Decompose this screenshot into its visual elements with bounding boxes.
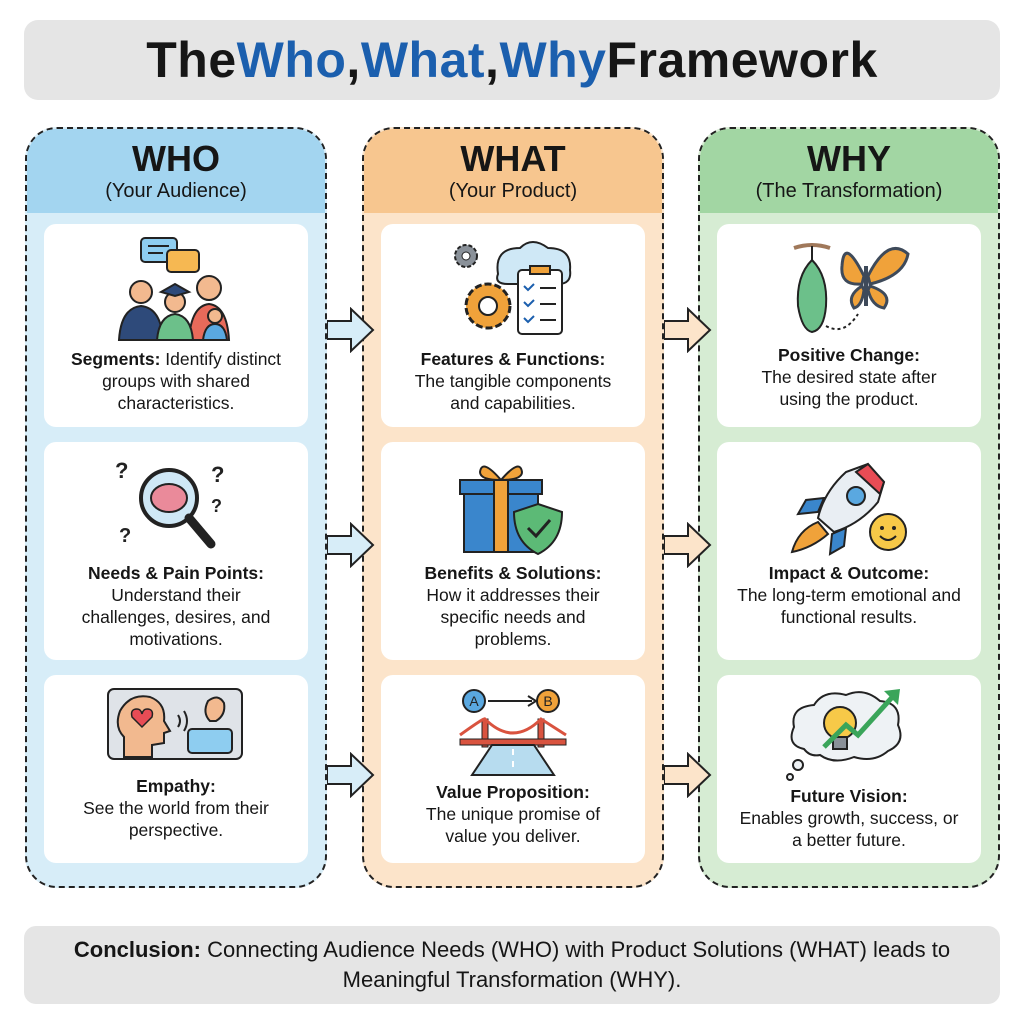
conclusion-label: Conclusion:	[73, 937, 201, 962]
title-who: Who	[236, 32, 347, 88]
card-value: A B Value Proposition: The unique promis…	[381, 675, 645, 863]
card-text: The desired state after using the produc…	[761, 367, 937, 409]
card-title: Needs & Pain Points:	[87, 563, 264, 583]
what-column: WHAT (Your Product) Features & Functions…	[362, 127, 664, 888]
card-text: The tangible components and capabilities…	[414, 371, 612, 413]
chrysalis-butterfly-icon	[793, 243, 910, 334]
title-text: The	[146, 32, 237, 88]
card-text: Enables growth, success, or a better fut…	[739, 808, 959, 850]
svg-text:?: ?	[115, 458, 128, 483]
card-title: Features & Functions:	[420, 349, 606, 369]
lightbulb-growth-icon	[786, 689, 902, 781]
title-sep: ,	[346, 32, 361, 88]
card-title: Positive Change:	[778, 345, 920, 365]
conclusion-text: Connecting Audience Needs (WHO) with Pro…	[200, 937, 951, 992]
arrow-right-icon	[664, 307, 712, 353]
who-column: WHO (Your Audience) Segments: Identify d…	[25, 127, 327, 888]
card-segments: Segments: Identify distinct groups with …	[44, 224, 308, 427]
bridge-a-to-b-icon: A B	[459, 689, 567, 776]
arrow-right-icon	[327, 522, 375, 568]
card-title: Impact & Outcome:	[768, 563, 930, 583]
arrow-right-icon	[327, 307, 375, 353]
card-text: The long-term emotional and functional r…	[737, 585, 961, 627]
column-header: WHY (The Transformation)	[700, 129, 998, 213]
card-text: Understand their challenges, desires, an…	[81, 585, 271, 649]
card-features: Features & Functions: The tangible compo…	[381, 224, 645, 427]
point-b: B	[543, 693, 552, 709]
svg-text:?: ?	[211, 462, 224, 487]
svg-text:?: ?	[211, 496, 222, 516]
column-title: WHAT	[460, 138, 566, 179]
card-positive-change: Positive Change: The desired state after…	[717, 224, 981, 427]
card-title: Empathy:	[136, 776, 216, 796]
card-benefits: Benefits & Solutions: How it addresses t…	[381, 442, 645, 660]
card-empathy: Empathy: See the world from their perspe…	[44, 675, 308, 863]
card-title: Value Proposition:	[436, 782, 590, 802]
title-text: Framework	[606, 32, 878, 88]
audience-group-icon	[117, 237, 231, 341]
title-what: What	[360, 32, 486, 88]
gears-cloud-checklist-icon	[454, 241, 572, 335]
card-text: How it addresses their specific needs an…	[426, 585, 600, 649]
conclusion-banner: Conclusion: Connecting Audience Needs (W…	[24, 926, 1000, 1004]
card-title: Segments:	[70, 349, 161, 369]
card-title: Future Vision:	[790, 786, 908, 806]
column-title: WHO	[132, 138, 220, 179]
card-impact: Impact & Outcome: The long-term emotiona…	[717, 442, 981, 660]
card-future-vision: Future Vision: Enables growth, success, …	[717, 675, 981, 863]
gift-shield-icon	[459, 465, 564, 556]
card-needs: ???? Needs & Pain Points: Understand the…	[44, 442, 308, 660]
column-header: WHO (Your Audience)	[27, 129, 325, 213]
rocket-smiley-icon	[790, 462, 907, 556]
brain-magnifier-icon: ????	[115, 458, 224, 549]
column-title: WHY	[807, 138, 891, 179]
column-header: WHAT (Your Product)	[364, 129, 662, 213]
empathy-head-icon	[107, 688, 243, 760]
column-subtitle: (Your Product)	[448, 180, 578, 202]
card-title: Benefits & Solutions:	[424, 563, 602, 583]
title-why: Why	[499, 32, 607, 88]
card-text: Identify distinct groups with shared cha…	[102, 349, 282, 413]
title-sep: ,	[485, 32, 500, 88]
card-text: The unique promise of value you deliver.	[425, 804, 601, 846]
point-a: A	[469, 693, 479, 709]
card-text: See the world from their perspective.	[83, 798, 269, 840]
arrow-right-icon	[664, 522, 712, 568]
column-subtitle: (Your Audience)	[105, 180, 247, 202]
why-column: WHY (The Transformation) Positive Change…	[698, 127, 1000, 888]
page-title: The Who, What, Why Framework	[24, 20, 1000, 100]
arrow-right-icon	[664, 752, 712, 798]
svg-text:?: ?	[119, 525, 131, 547]
column-subtitle: (The Transformation)	[755, 180, 943, 202]
arrow-right-icon	[327, 752, 375, 798]
